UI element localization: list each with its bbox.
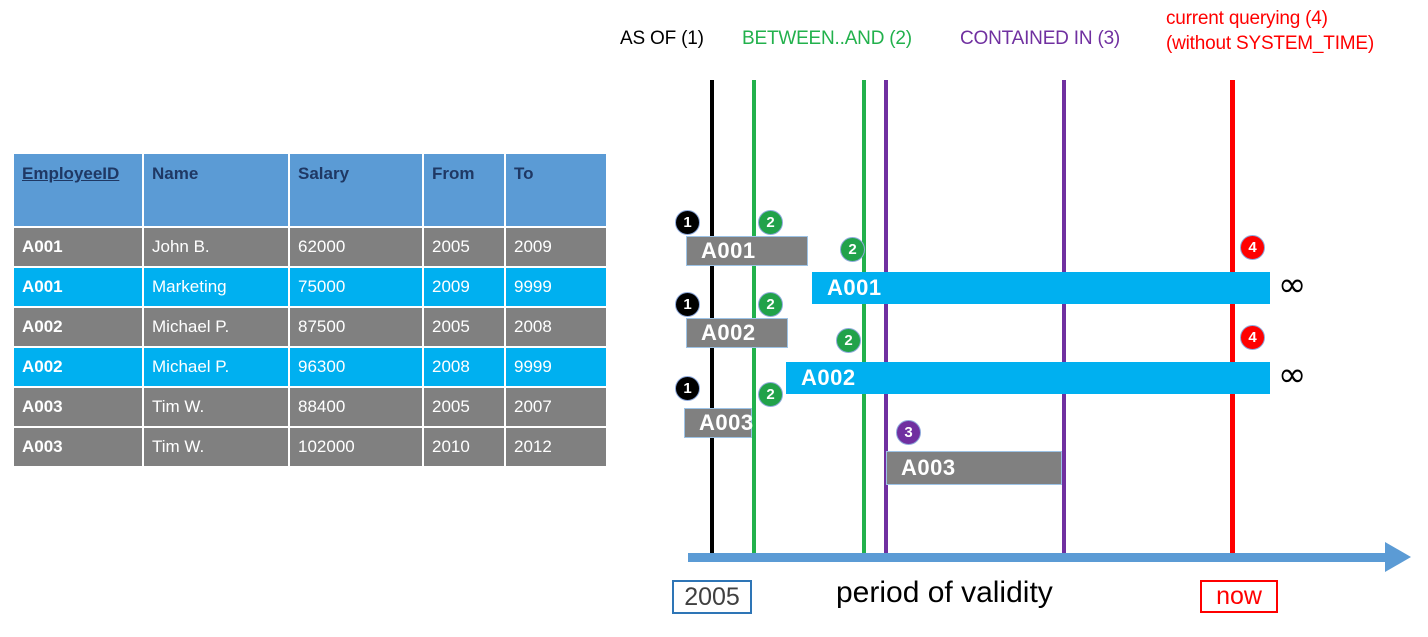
bar-label: A002: [801, 365, 856, 390]
bar-label: A001: [827, 275, 882, 300]
cell-id: A003: [14, 428, 142, 466]
legend-current-line2: (without SYSTEM_TIME): [1166, 33, 1375, 54]
cell-from: 2005: [424, 388, 504, 426]
validity-bar-a002: A002: [786, 362, 1270, 394]
cell-id: A001: [14, 228, 142, 266]
validity-bar-a003: A003: [886, 451, 1062, 485]
query-marker-2: 2: [758, 210, 783, 235]
cell-to: 2009: [506, 228, 606, 266]
cell-salary: 87500: [290, 308, 422, 346]
column-header-from: From: [424, 154, 504, 226]
column-header-name: Name: [144, 154, 288, 226]
bar-label: A003: [699, 410, 754, 435]
bar-label: A001: [701, 238, 756, 263]
validity-bar-a003: A003: [684, 408, 754, 438]
cell-from: 2005: [424, 308, 504, 346]
query-marker-1: 1: [675, 376, 700, 401]
timeline-arrow-icon: [1385, 542, 1411, 572]
query-marker-1: 1: [675, 292, 700, 317]
legend-contained-in: CONTAINED IN (3): [960, 28, 1121, 49]
cell-to: 9999: [506, 268, 606, 306]
table-header-row: EmployeeID Name Salary From To: [14, 154, 606, 226]
cell-name: Tim W.: [144, 388, 288, 426]
validity-bar-a002: A002: [686, 318, 788, 348]
bar-label: A002: [701, 320, 756, 345]
cell-id: A003: [14, 388, 142, 426]
cell-to: 2007: [506, 388, 606, 426]
bar-label: A003: [901, 455, 956, 480]
query-marker-3: 3: [896, 420, 921, 445]
query-marker-4: 4: [1240, 325, 1265, 350]
column-header-salary: Salary: [290, 154, 422, 226]
contained-end-line: [1062, 80, 1066, 560]
now-line: [1230, 80, 1235, 560]
cell-salary: 102000: [290, 428, 422, 466]
cell-id: A002: [14, 308, 142, 346]
query-marker-2: 2: [758, 292, 783, 317]
timeline-axis: [688, 553, 1388, 562]
query-marker-4: 4: [1240, 235, 1265, 260]
column-header-employeeid: EmployeeID: [14, 154, 142, 226]
cell-salary: 88400: [290, 388, 422, 426]
query-marker-2: 2: [840, 237, 865, 262]
cell-from: 2005: [424, 228, 504, 266]
cell-from: 2009: [424, 268, 504, 306]
column-header-to: To: [506, 154, 606, 226]
contained-start-line: [884, 80, 888, 560]
between-end-line: [862, 80, 866, 560]
cell-name: John B.: [144, 228, 288, 266]
legend-current-line1: current querying (4): [1166, 8, 1328, 29]
infinity-icon: ∞: [1278, 355, 1307, 395]
validity-bar-a001: A001: [812, 272, 1270, 304]
cell-name: Michael P.: [144, 308, 288, 346]
cell-salary: 96300: [290, 348, 422, 386]
infinity-icon: ∞: [1278, 265, 1307, 305]
cell-to: 9999: [506, 348, 606, 386]
cell-salary: 75000: [290, 268, 422, 306]
cell-salary: 62000: [290, 228, 422, 266]
legend-as-of: AS OF (1): [620, 28, 704, 49]
legend-between-and: BETWEEN..AND (2): [742, 28, 912, 49]
cell-from: 2010: [424, 428, 504, 466]
cell-name: Marketing: [144, 268, 288, 306]
cell-to: 2008: [506, 308, 606, 346]
validity-bar-a001: A001: [686, 236, 808, 266]
cell-from: 2008: [424, 348, 504, 386]
query-marker-2: 2: [836, 328, 861, 353]
axis-start-label: 2005: [672, 580, 752, 614]
axis-caption: period of validity: [836, 576, 1053, 609]
axis-now-label: now: [1200, 580, 1278, 613]
cell-name: Tim W.: [144, 428, 288, 466]
cell-id: A002: [14, 348, 142, 386]
query-marker-2: 2: [758, 382, 783, 407]
cell-id: A001: [14, 268, 142, 306]
legend-current-querying: current querying (4) (without SYSTEM_TIM…: [1166, 6, 1374, 56]
cell-to: 2012: [506, 428, 606, 466]
query-marker-1: 1: [675, 210, 700, 235]
cell-name: Michael P.: [144, 348, 288, 386]
